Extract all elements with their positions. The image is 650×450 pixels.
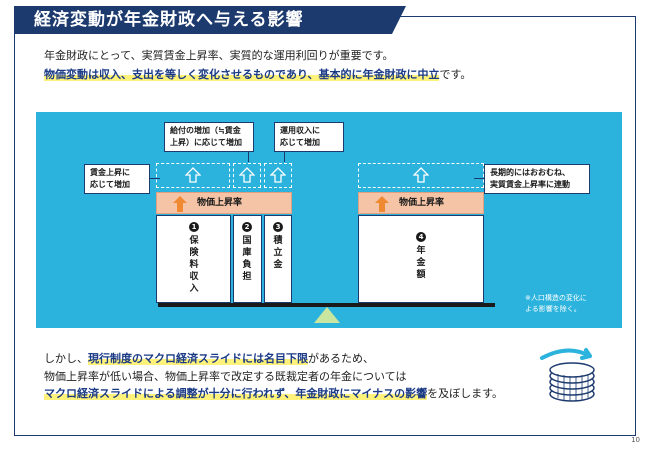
column-treasury-text: 2 国庫負担 [240,221,254,283]
up-arrow-icon [185,167,201,183]
up-arrow-icon [173,196,187,212]
up-arrow-icon [375,196,389,212]
column-pension [358,215,484,303]
page-number: 10 [631,436,640,444]
balance-beam [158,303,495,307]
callout-wage-stem [150,178,160,179]
bottom-line-1: しかし、現行制度のマクロ経済スライドには名目下限があるため、 [44,350,503,368]
dashbox-col4 [358,163,484,188]
intro-tail: です。 [439,68,472,81]
bottom-line-1-post: があるため、 [308,352,374,365]
num-badge-3: 3 [273,222,283,232]
bottom-line-3-post: を及ぼします。 [427,387,504,400]
dashbox-col3 [264,163,292,188]
column-reserve [264,215,292,303]
up-arrow-icon [413,167,429,183]
column-premium-label: 保険料収入 [189,236,199,294]
callout-benefit: 給付の増加（≒賃金 上昇）に応じて増加 [164,122,254,152]
callout-pension: 長期的にはおおむね、 実質賃金上昇率に連動 [484,164,590,194]
num-badge-1: 1 [189,222,199,232]
bottom-line-1-pre: しかし、 [44,352,88,365]
dashbox-col1 [156,163,230,188]
column-premium-text: 1 保険料収入 [187,221,201,295]
intro-highlight: 物価変動は収入、支出を等しく変化させるものであり、基本的に年金財政に中立 [44,68,440,81]
price-band-right: 物価上昇率 [358,192,484,214]
bottom-line-1-highlight: 現行制度のマクロ経済スライドには名目下限 [88,352,308,365]
column-treasury-label: 国庫負担 [242,236,252,282]
balance-diagram: 賃金上昇に 応じて増加 給付の増加（≒賃金 上昇）に応じて増加 運用収入に 応じ… [36,112,622,328]
num-badge-2: 2 [242,222,252,232]
callout-benefit-stem [248,152,249,162]
column-pension-text: 4 年金額 [414,231,428,281]
note-text: ※人口構造の変化に よる影響を除く。 [525,294,587,313]
callout-pension-stem [474,178,484,179]
bottom-line-3-highlight: マクロ経済スライドによる調整が十分に行われず、年金財政にマイナスの影響 [44,387,428,400]
intro-text: 年金財政にとって、実質賃金上昇率、実質的な運用利回りが重要です。 物価変動は収入… [44,46,471,84]
balance-fulcrum [314,307,340,323]
column-reserve-text: 3 積立金 [271,221,285,271]
intro-line-2: 物価変動は収入、支出を等しく変化させるものであり、基本的に年金財政に中立です。 [44,65,471,84]
price-band-left-label: 物価上昇率 [197,198,243,208]
bottom-text: しかし、現行制度のマクロ経済スライドには名目下限があるため、 物価上昇率が低い場… [44,350,503,403]
up-arrow-icon [239,167,255,183]
coin-stack-icon [540,348,595,402]
dashbox-col2 [233,163,261,188]
bottom-line-3: マクロ経済スライドによる調整が十分に行われず、年金財政にマイナスの影響を及ぼしま… [44,385,503,403]
callout-wage: 賃金上昇に 応じて増加 [84,164,150,194]
bottom-line-2: 物価上昇率が低い場合、物価上昇率で改定する既裁定者の年金については [44,369,407,383]
page-title: 経済変動が年金財政へ与える影響 [14,6,406,34]
callout-fund: 運用収入に 応じて増加 [274,122,344,152]
price-band-right-label: 物価上昇率 [399,198,445,208]
column-pension-label: 年金額 [416,246,426,280]
num-badge-4: 4 [416,232,426,242]
price-band-left: 物価上昇率 [156,192,292,214]
callout-fund-stem [284,152,285,162]
column-reserve-label: 積立金 [273,236,283,270]
intro-line-1: 年金財政にとって、実質賃金上昇率、実質的な運用利回りが重要です。 [44,49,394,62]
up-arrow-icon [270,167,286,183]
